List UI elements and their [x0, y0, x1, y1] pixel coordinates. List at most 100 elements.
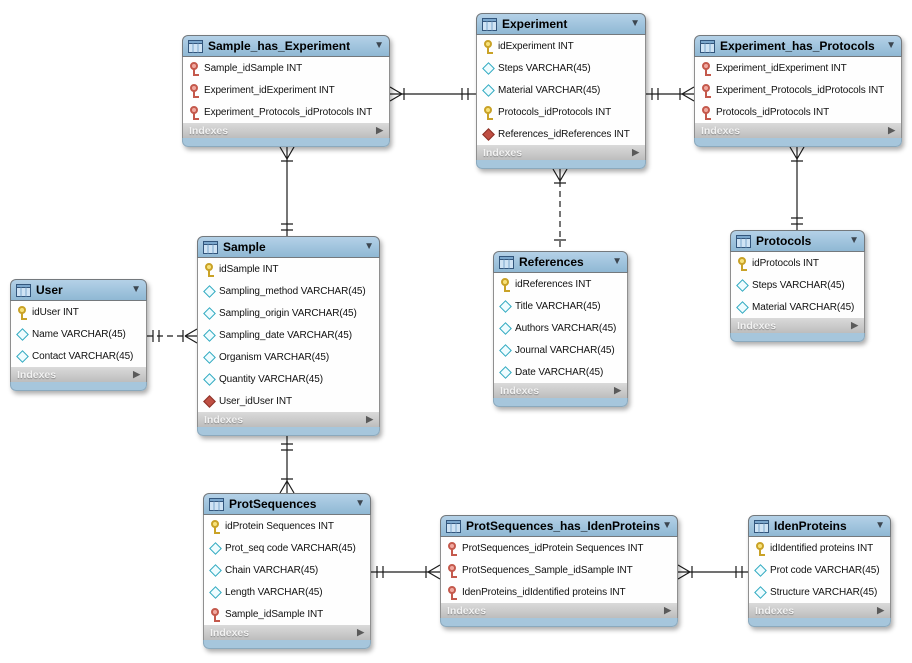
table-experiment-has-protocols[interactable]: Experiment_has_Protocols ▼ Experiment_id…: [694, 35, 902, 147]
indexes-footer[interactable]: Indexes▶: [748, 603, 891, 618]
expand-arrow-icon[interactable]: ▶: [614, 385, 621, 395]
collapse-arrow-icon[interactable]: ▼: [849, 235, 859, 246]
table-protocols[interactable]: Protocols ▼ idProtocols INT Steps VARCHA…: [730, 230, 865, 342]
relationship-experiment_has_protocols-protocols[interactable]: [789, 146, 805, 230]
collapse-arrow-icon[interactable]: ▼: [630, 18, 640, 29]
table-idenproteins[interactable]: IdenProteins ▼ idIdentified proteins INT…: [748, 515, 891, 627]
expand-arrow-icon[interactable]: ▶: [877, 605, 884, 615]
column-row[interactable]: ProtSequences_idProtein Sequences INT: [441, 537, 677, 559]
column-row[interactable]: Experiment_Protocols_idProtocols INT: [183, 101, 389, 123]
column-row[interactable]: idUser INT: [11, 301, 146, 323]
table-header[interactable]: IdenProteins ▼: [748, 515, 891, 537]
column-row[interactable]: Protocols_idProtocols INT: [695, 101, 901, 123]
table-header[interactable]: References ▼: [493, 251, 628, 273]
column-row[interactable]: idIdentified proteins INT: [749, 537, 890, 559]
column-row[interactable]: IdenProteins_idIdentified proteins INT: [441, 581, 677, 603]
table-header[interactable]: Experiment_has_Protocols ▼: [694, 35, 902, 57]
relationship-protsequences-protsequences_has_idenproteins[interactable]: [371, 564, 441, 580]
column-row[interactable]: Organism VARCHAR(45): [198, 346, 379, 368]
column-row[interactable]: ProtSequences_Sample_idSample INT: [441, 559, 677, 581]
expand-arrow-icon[interactable]: ▶: [664, 605, 671, 615]
collapse-arrow-icon[interactable]: ▼: [364, 241, 374, 252]
table-user[interactable]: User ▼ idUser INT Name VARCHAR(45) Conta…: [10, 279, 147, 391]
column-row[interactable]: Sampling_method VARCHAR(45): [198, 280, 379, 302]
column-row[interactable]: Structure VARCHAR(45): [749, 581, 890, 603]
collapse-arrow-icon[interactable]: ▼: [886, 40, 896, 51]
indexes-footer[interactable]: Indexes▶: [182, 123, 390, 138]
table-header[interactable]: User ▼: [10, 279, 147, 301]
indexes-footer[interactable]: Indexes▶: [203, 625, 371, 640]
table-header[interactable]: ProtSequences_has_IdenProteins ▼: [440, 515, 678, 537]
column-row[interactable]: Steps VARCHAR(45): [477, 57, 645, 79]
column-row[interactable]: References_idReferences INT: [477, 123, 645, 145]
collapse-arrow-icon[interactable]: ▼: [612, 256, 622, 267]
collapse-arrow-icon[interactable]: ▼: [355, 498, 365, 509]
column-row[interactable]: Protocols_idProtocols INT: [477, 101, 645, 123]
indexes-footer[interactable]: Indexes▶: [730, 318, 865, 333]
column-row[interactable]: Experiment_idExperiment INT: [183, 79, 389, 101]
column-row[interactable]: Material VARCHAR(45): [477, 79, 645, 101]
column-row[interactable]: idProtocols INT: [731, 252, 864, 274]
indexes-footer[interactable]: Indexes▶: [10, 367, 147, 382]
column-row[interactable]: Name VARCHAR(45): [11, 323, 146, 345]
expand-arrow-icon[interactable]: ▶: [888, 125, 895, 135]
column-row[interactable]: idSample INT: [198, 258, 379, 280]
indexes-footer[interactable]: Indexes▶: [197, 412, 380, 427]
expand-arrow-icon[interactable]: ▶: [851, 320, 858, 330]
table-sample[interactable]: Sample ▼ idSample INT Sampling_method VA…: [197, 236, 380, 436]
column-row[interactable]: Journal VARCHAR(45): [494, 339, 627, 361]
collapse-arrow-icon[interactable]: ▼: [374, 40, 384, 51]
column-row[interactable]: Sampling_origin VARCHAR(45): [198, 302, 379, 324]
expand-arrow-icon[interactable]: ▶: [133, 369, 140, 379]
table-header[interactable]: Experiment ▼: [476, 13, 646, 35]
column-row[interactable]: Contact VARCHAR(45): [11, 345, 146, 367]
table-header[interactable]: Protocols ▼: [730, 230, 865, 252]
relationship-sample_has_experiment-sample[interactable]: [279, 146, 295, 236]
table-references[interactable]: References ▼ idReferences INT Title VARC…: [493, 251, 628, 407]
table-protsequences-has-idenproteins[interactable]: ProtSequences_has_IdenProteins ▼ ProtSeq…: [440, 515, 678, 627]
collapse-arrow-icon[interactable]: ▼: [131, 284, 141, 295]
expand-arrow-icon[interactable]: ▶: [376, 125, 383, 135]
collapse-arrow-icon[interactable]: ▼: [662, 520, 672, 531]
column-row[interactable]: Sample_idSample INT: [183, 57, 389, 79]
column-row[interactable]: Title VARCHAR(45): [494, 295, 627, 317]
relationship-user-sample[interactable]: [147, 328, 198, 344]
column-row[interactable]: Length VARCHAR(45): [204, 581, 370, 603]
relationship-sample-protsequences[interactable]: [279, 436, 295, 494]
column-row[interactable]: Experiment_idExperiment INT: [695, 57, 901, 79]
relationship-experiment-references[interactable]: [552, 168, 568, 251]
indexes-footer[interactable]: Indexes▶: [694, 123, 902, 138]
indexes-footer[interactable]: Indexes▶: [493, 383, 628, 398]
table-experiment[interactable]: Experiment ▼ idExperiment INT Steps VARC…: [476, 13, 646, 169]
expand-arrow-icon[interactable]: ▶: [366, 414, 373, 424]
column-row[interactable]: Quantity VARCHAR(45): [198, 368, 379, 390]
column-row[interactable]: Sampling_date VARCHAR(45): [198, 324, 379, 346]
column-row[interactable]: Steps VARCHAR(45): [731, 274, 864, 296]
column-row[interactable]: idExperiment INT: [477, 35, 645, 57]
relationship-protsequences_has_idenproteins-idenproteins[interactable]: [677, 564, 748, 580]
collapse-arrow-icon[interactable]: ▼: [875, 520, 885, 531]
indexes-footer[interactable]: Indexes▶: [476, 145, 646, 160]
column-row[interactable]: Chain VARCHAR(45): [204, 559, 370, 581]
table-header[interactable]: Sample ▼: [197, 236, 380, 258]
column-row[interactable]: Prot_seq code VARCHAR(45): [204, 537, 370, 559]
relationship-sample_has_experiment-experiment[interactable]: [389, 86, 476, 102]
table-sample-has-experiment[interactable]: Sample_has_Experiment ▼ Sample_idSample …: [182, 35, 390, 147]
column-row[interactable]: idProtein Sequences INT: [204, 515, 370, 537]
column-row[interactable]: Authors VARCHAR(45): [494, 317, 627, 339]
column-row[interactable]: Material VARCHAR(45): [731, 296, 864, 318]
column-row[interactable]: Date VARCHAR(45): [494, 361, 627, 383]
table-header[interactable]: ProtSequences ▼: [203, 493, 371, 515]
table-header[interactable]: Sample_has_Experiment ▼: [182, 35, 390, 57]
column-row[interactable]: Prot code VARCHAR(45): [749, 559, 890, 581]
column-row[interactable]: User_idUser INT: [198, 390, 379, 412]
expand-arrow-icon[interactable]: ▶: [357, 627, 364, 637]
table-protsequences[interactable]: ProtSequences ▼ idProtein Sequences INT …: [203, 493, 371, 649]
column-row[interactable]: Experiment_Protocols_idProtocols INT: [695, 79, 901, 101]
indexes-footer[interactable]: Indexes▶: [440, 603, 678, 618]
column-row[interactable]: idReferences INT: [494, 273, 627, 295]
column-row[interactable]: Sample_idSample INT: [204, 603, 370, 625]
relationship-experiment-experiment_has_protocols[interactable]: [646, 86, 695, 102]
expand-arrow-icon[interactable]: ▶: [632, 147, 639, 157]
